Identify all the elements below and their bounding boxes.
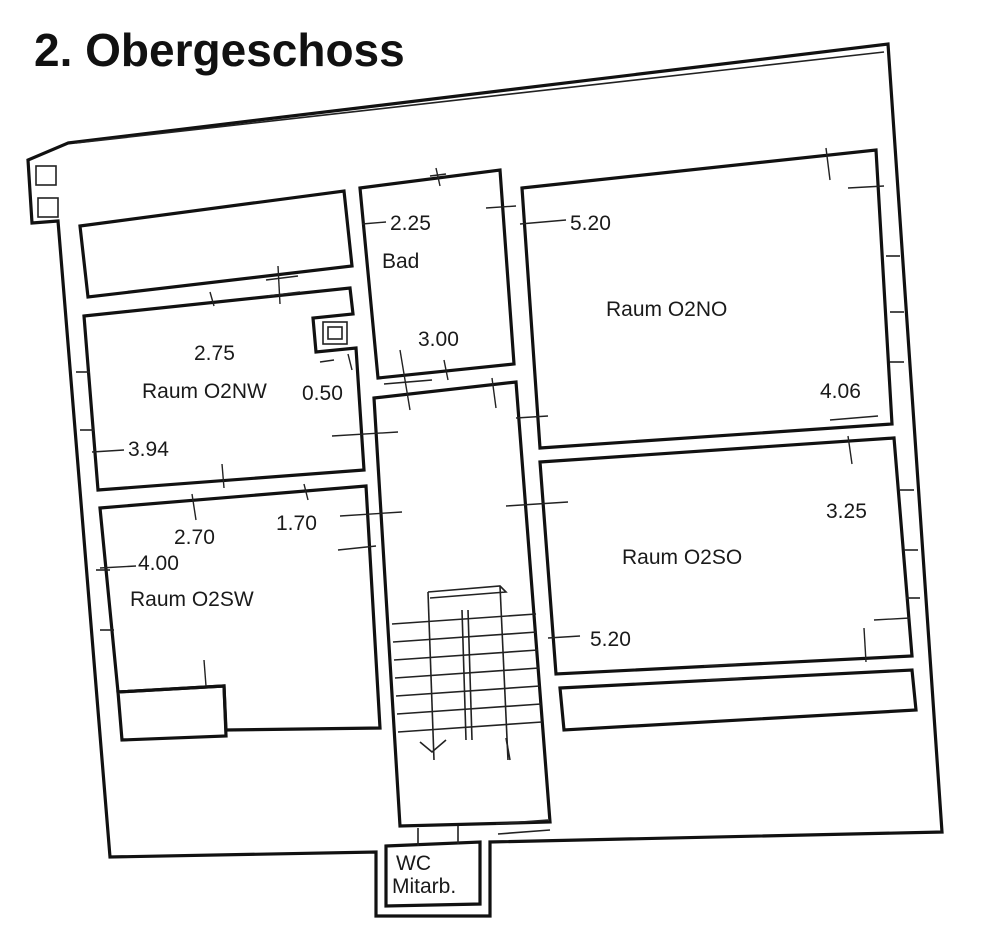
label-bad: Bad (382, 250, 419, 273)
dim-o2no-depth: 4.06 (820, 380, 861, 403)
dim-o2no-width: 5.20 (570, 212, 611, 235)
room-bad (358, 168, 516, 380)
room-o2nw (82, 286, 366, 492)
dim-bad-width: 2.25 (390, 212, 431, 235)
dim-o2sw-width-a: 2.70 (174, 526, 215, 549)
dim-o2nw-width: 2.75 (194, 342, 235, 365)
dim-o2so-depth: 3.25 (826, 500, 867, 523)
staircase (391, 585, 543, 761)
chimney-icon (37, 197, 59, 218)
label-o2so: Raum O2SO (622, 546, 742, 569)
stair-hall (372, 380, 552, 828)
built-in-closet (116, 684, 228, 742)
storage-room-south (558, 668, 918, 732)
label-o2no: Raum O2NO (606, 298, 727, 321)
shaft-icon (322, 321, 348, 345)
room-o2no (520, 148, 894, 450)
stair-arrow-icon (419, 739, 447, 754)
chimney-icon (35, 165, 57, 186)
room-o2so (538, 436, 914, 676)
dim-o2sw-width-b: 1.70 (276, 512, 317, 535)
dim-o2so-width: 5.20 (590, 628, 631, 651)
room-wc (384, 840, 482, 908)
dim-o2sw-depth: 4.00 (138, 552, 179, 575)
label-o2sw: Raum O2SW (130, 588, 254, 611)
floor-title: 2. Obergeschoss (34, 24, 405, 76)
label-wc-sub: Mitarb. (392, 875, 456, 898)
storage-room-north (78, 189, 354, 299)
label-wc: WC (396, 852, 431, 875)
dim-bad-depth: 3.00 (418, 328, 459, 351)
dim-o2nw-niche: 0.50 (302, 382, 343, 405)
openings (76, 255, 920, 846)
dim-o2nw-depth: 3.94 (128, 438, 169, 461)
building-outline (26, 42, 944, 918)
dimension-marks (91, 147, 911, 687)
label-o2nw: Raum O2NW (142, 380, 267, 403)
